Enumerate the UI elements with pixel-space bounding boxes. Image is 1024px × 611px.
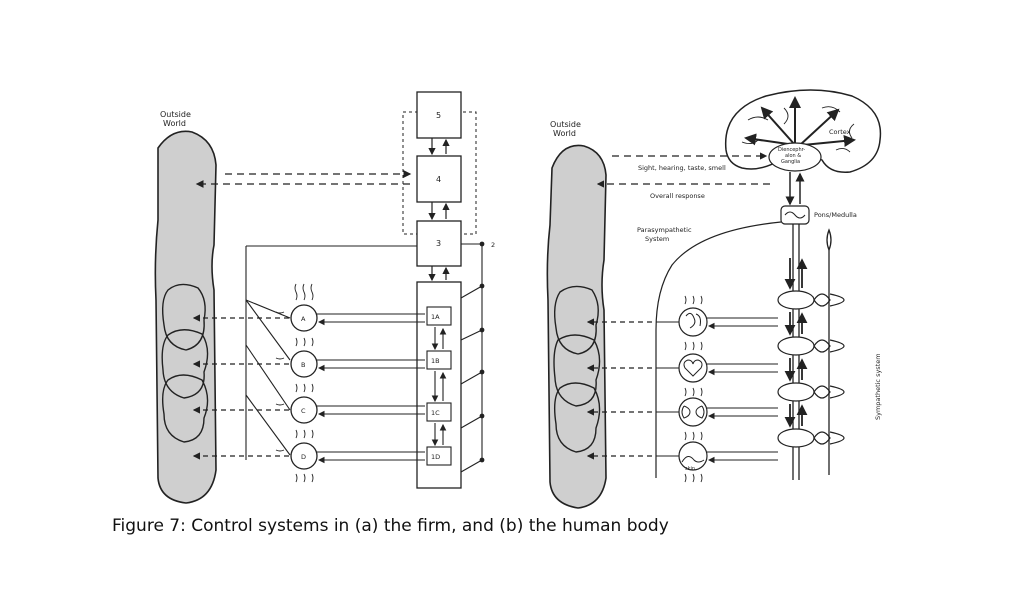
environment-arrows-a bbox=[195, 170, 412, 188]
node-unit-connections bbox=[317, 313, 425, 464]
node-world-arrows bbox=[192, 314, 289, 460]
overall-response-label: Overall response bbox=[650, 192, 705, 200]
system-5-label: 5 bbox=[436, 111, 441, 120]
pons-label: Pons/Medulla bbox=[814, 211, 857, 219]
box-1a-label: 1A bbox=[431, 313, 440, 321]
system-2-junctions bbox=[479, 241, 485, 463]
senses-label: Sight, hearing, taste, smell bbox=[638, 164, 726, 172]
brainstem-links bbox=[785, 172, 805, 206]
outside-world-label-a-1: Outside bbox=[160, 110, 191, 119]
diencephalon-label-1: Diencephr- bbox=[778, 147, 805, 153]
organ-world-arrows bbox=[586, 318, 652, 460]
parasympathetic-path bbox=[655, 221, 782, 478]
parasympathetic-label-1: Parasympathetic bbox=[637, 226, 692, 234]
outside-world-label-b-1: Outside bbox=[550, 120, 581, 129]
node-c bbox=[290, 396, 318, 424]
organ-spine-connections bbox=[656, 317, 778, 464]
spinal-segments bbox=[777, 290, 815, 448]
panel-a-firm: Outside World 5 4 3 1A 1B bbox=[154, 91, 495, 504]
system-3-control-link bbox=[245, 245, 417, 460]
node-a-label: A bbox=[301, 315, 306, 323]
organ-kidneys bbox=[678, 397, 708, 427]
outside-world-blob-b bbox=[546, 144, 607, 509]
box-1a bbox=[426, 306, 452, 326]
outside-world-blob-a bbox=[154, 130, 217, 504]
brain-folds bbox=[741, 106, 855, 153]
box-1d-label: 1D bbox=[431, 453, 440, 461]
spinal-segment-arrows bbox=[784, 258, 808, 428]
vertical-links-a bbox=[428, 138, 450, 282]
node-c-label: C bbox=[301, 407, 306, 415]
node-d bbox=[290, 442, 318, 470]
diencephalon-ellipse bbox=[768, 142, 822, 172]
sympathetic-label: Sympathetic system bbox=[874, 353, 882, 420]
box-1c bbox=[426, 402, 452, 422]
organ-lungs bbox=[678, 307, 708, 337]
node-squiggles bbox=[275, 283, 314, 483]
box-1d bbox=[426, 446, 452, 466]
box-1c-label: 1C bbox=[431, 409, 440, 417]
system-2-connections bbox=[460, 243, 483, 473]
outside-world-label-a-2: World bbox=[163, 119, 186, 128]
organ-squiggles bbox=[684, 295, 703, 483]
node-b bbox=[290, 350, 318, 378]
sensory-arrows bbox=[596, 152, 770, 188]
box-1b bbox=[426, 350, 452, 370]
outside-world-label-b-2: World bbox=[553, 129, 576, 138]
pons-glyph bbox=[784, 211, 806, 219]
operation-nodes: A B C D bbox=[290, 304, 318, 470]
sympathetic-ganglia bbox=[813, 293, 845, 445]
diencephalon-label-3: Ganglia bbox=[781, 159, 800, 165]
diencephalon-label-2: alon & bbox=[785, 153, 801, 159]
node-b-label: B bbox=[301, 361, 305, 369]
figure-caption: Figure 7: Control systems in (a) the fir… bbox=[112, 516, 669, 536]
panel-b-human-body: Outside World Cortex Diencephr- alon & G… bbox=[546, 89, 882, 509]
parasympathetic-label-2: System bbox=[645, 235, 669, 243]
inter-unit-links bbox=[431, 327, 447, 447]
node-d-label: D bbox=[301, 453, 306, 461]
operation-loops-a bbox=[161, 283, 209, 443]
system-4-label: 4 bbox=[436, 175, 441, 184]
system-3-label: 3 bbox=[436, 239, 441, 248]
skin-label: skin bbox=[685, 466, 695, 472]
system-5-box bbox=[416, 91, 462, 139]
system-4-box bbox=[416, 155, 462, 203]
box-1b-label: 1B bbox=[431, 357, 440, 365]
node-a bbox=[290, 304, 318, 332]
system-2-marker: 2 bbox=[491, 241, 495, 249]
operation-loops-b bbox=[553, 285, 601, 453]
cortex-label: Cortex bbox=[829, 128, 851, 136]
